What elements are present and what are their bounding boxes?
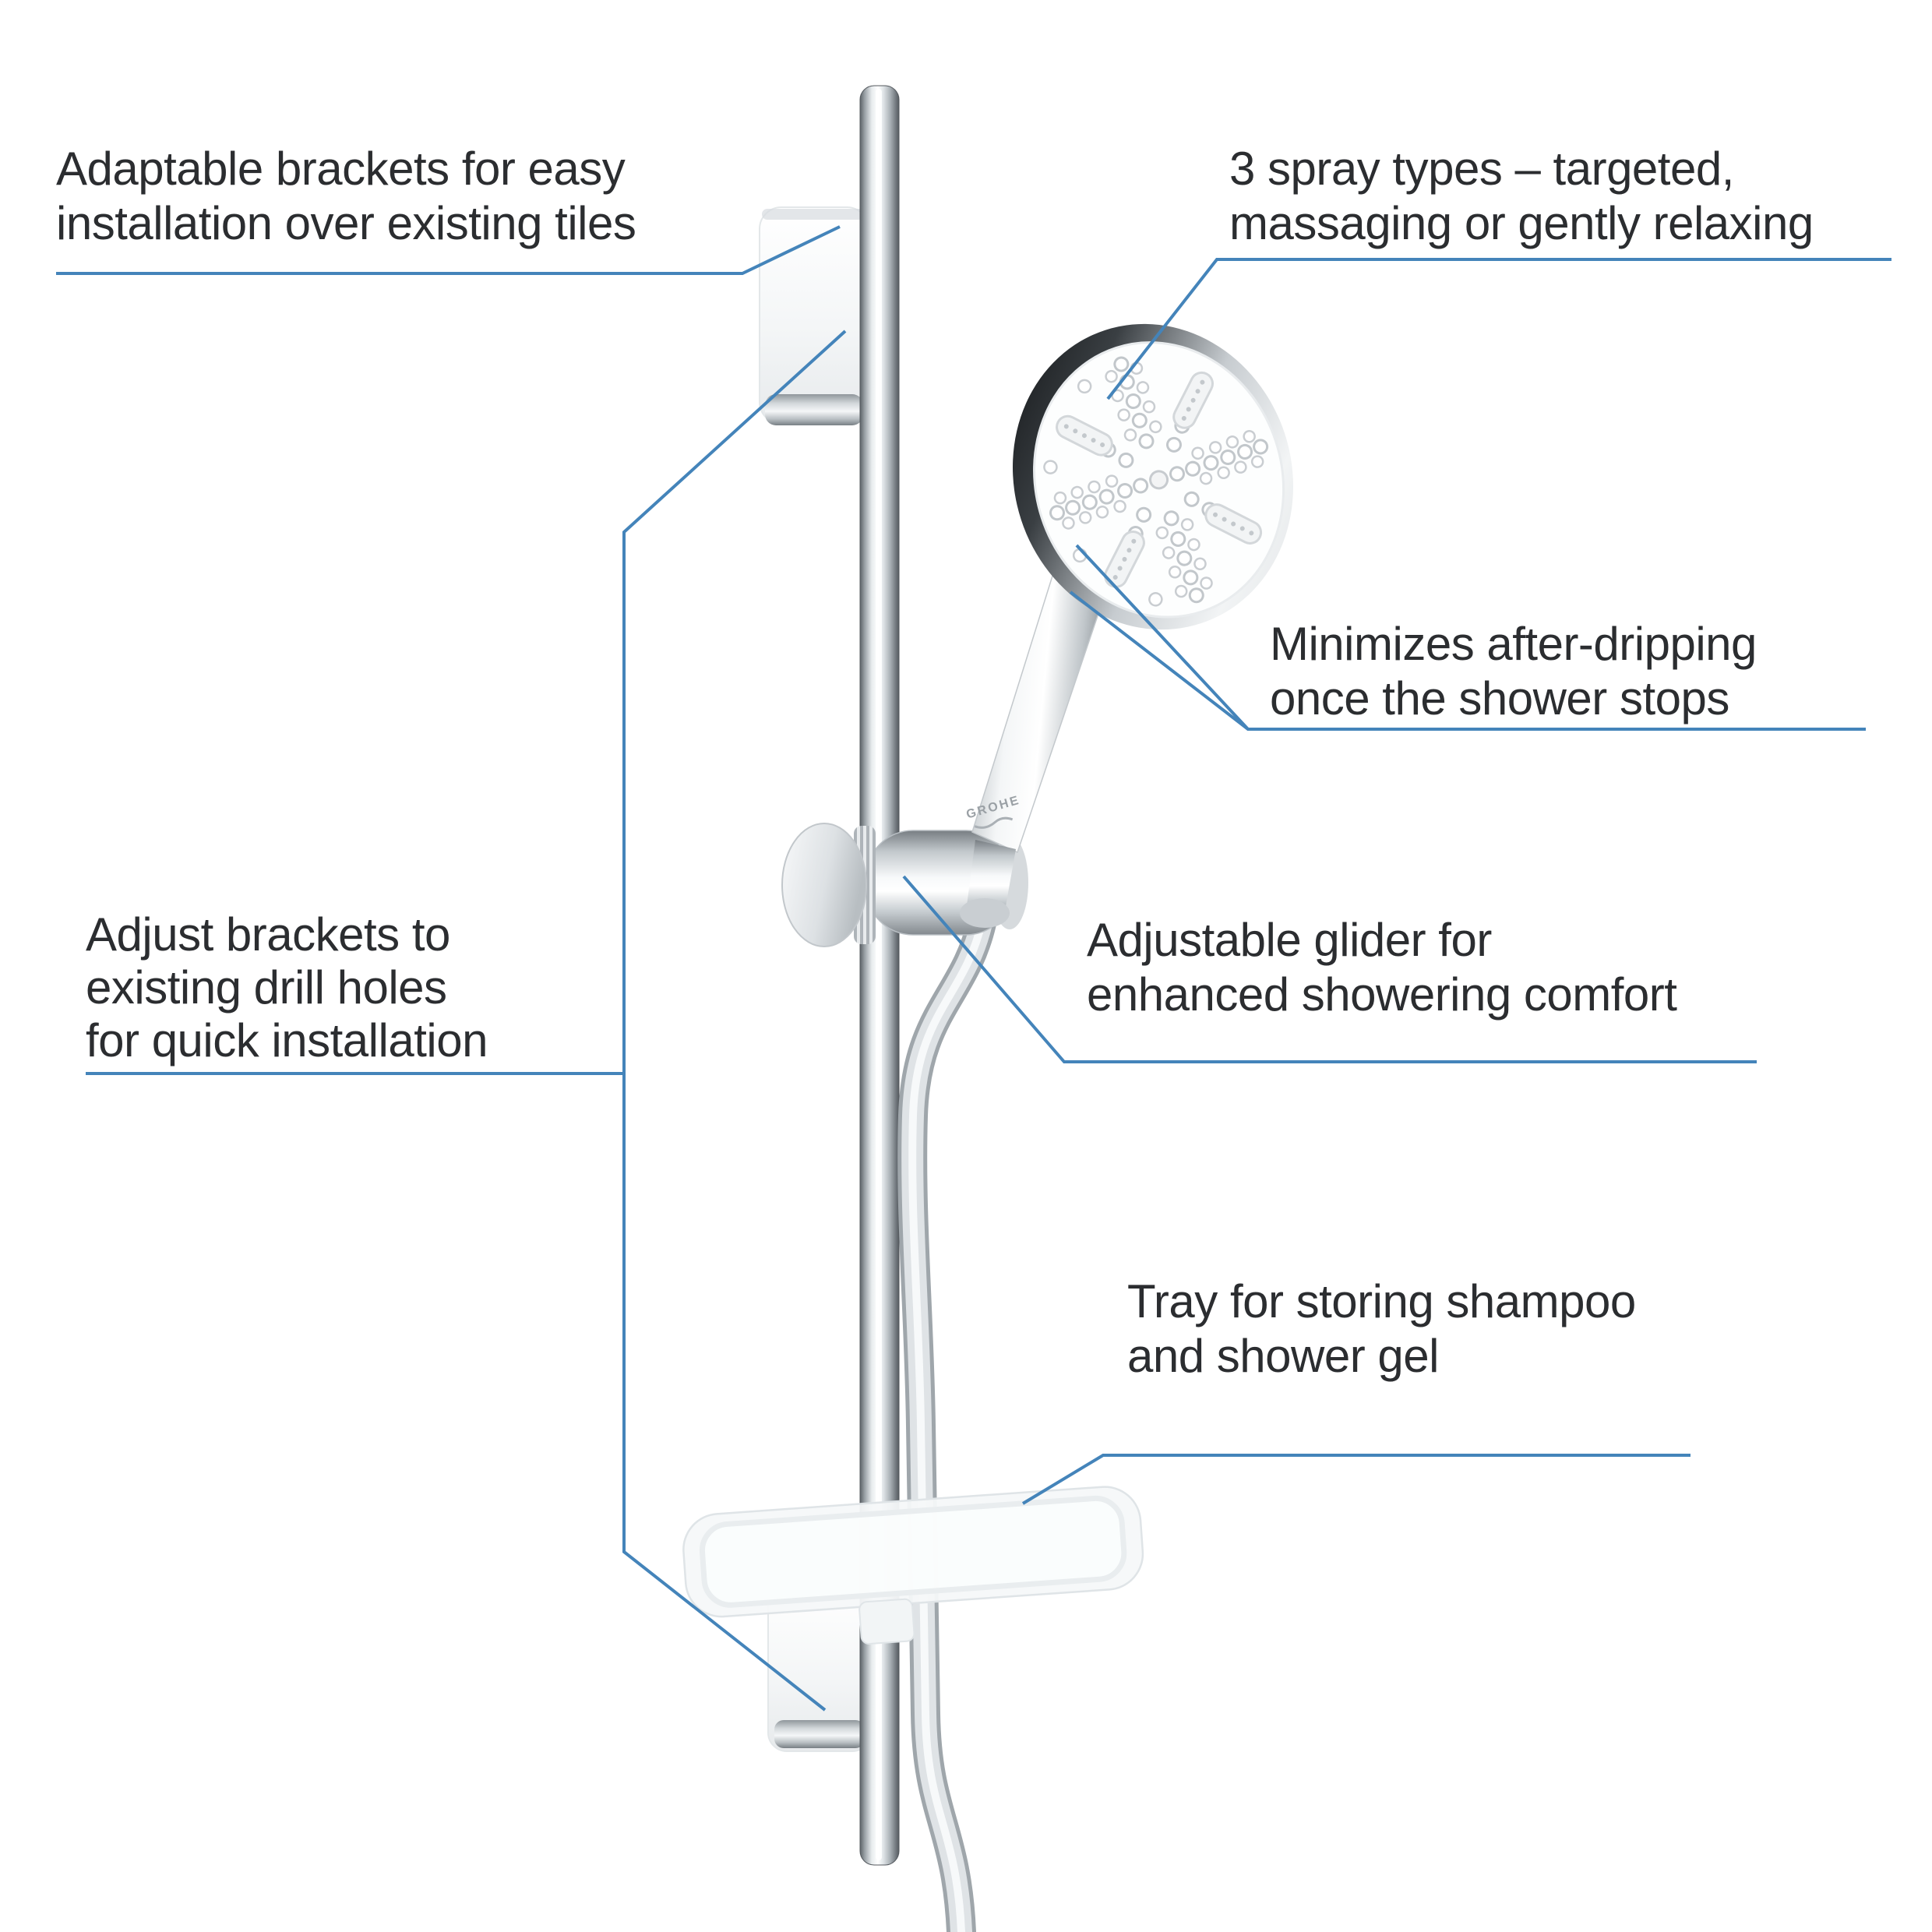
annotation-line: once the shower stops [1270,672,1729,724]
annotation-line: existing drill holes [86,961,447,1014]
annotation-line: Adjustable glider for [1087,914,1492,966]
glider-knob [781,823,867,947]
leader-after-dripping-2 [1069,591,1250,731]
leader-spray-types [1106,258,1891,400]
hand-shower-handle [960,572,1105,928]
annotation-spray-types: 3 spray types – targeted, massaging or g… [1229,142,1814,251]
storage-tray [682,1486,1144,1645]
annotation-adjust-brackets: Adjust brackets to existing drill holes … [86,908,488,1067]
annotation-line: 3 spray types – targeted, [1229,143,1734,195]
annotation-line: installation over existing tiles [56,197,636,249]
nozzle-pattern [1043,356,1269,607]
shower-rail [859,85,900,1866]
wall-bracket-top [759,206,869,425]
annotation-line: Adaptable brackets for easy [56,143,626,195]
leader-adaptable-brackets [56,225,841,275]
leader-glider [902,875,1757,1063]
annotation-line: for quick installation [86,1014,488,1066]
annotation-tray: Tray for storing shampoo and shower gel [1127,1274,1636,1384]
annotation-line: Adjust brackets to [86,908,450,961]
annotation-line: and shower gel [1127,1330,1439,1382]
annotation-after-dripping: Minimizes after-dripping once the shower… [1270,617,1757,726]
leader-bracket-to-bracket [622,330,847,1712]
annotation-line: enhanced showering comfort [1087,968,1677,1021]
annotation-line: Tray for storing shampoo [1127,1275,1636,1327]
annotation-line: Minimizes after-dripping [1270,618,1757,670]
leader-tray [1021,1454,1690,1505]
annotation-line: massaging or gently relaxing [1229,197,1814,249]
wall-bracket-bottom [767,1585,872,1752]
annotation-glider: Adjustable glider for enhanced showering… [1087,913,1677,1022]
annotation-adaptable-brackets: Adaptable brackets for easy installation… [56,142,636,251]
shower-hose [897,908,996,1932]
